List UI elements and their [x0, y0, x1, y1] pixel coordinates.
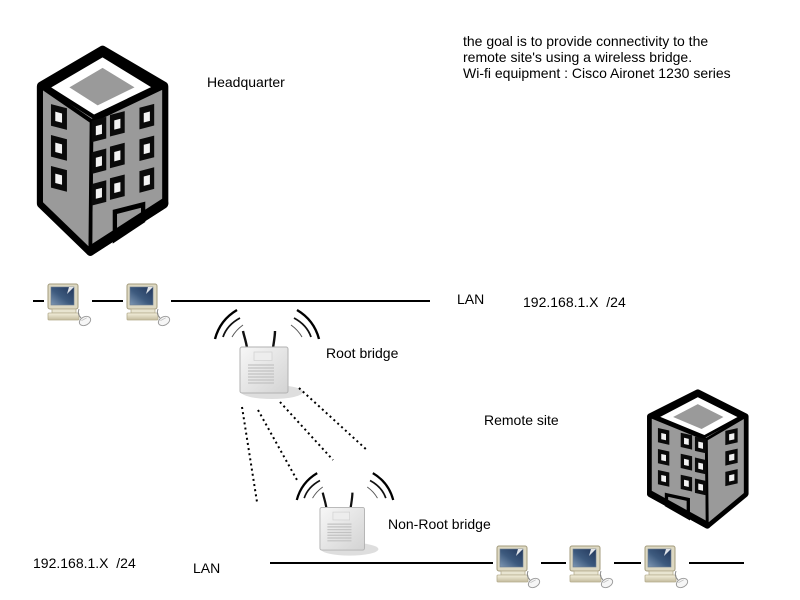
wireless-beam-1 [241, 406, 258, 503]
headquarter-label: Headquarter [207, 74, 285, 90]
lan-label-top: LAN [457, 291, 485, 307]
root-bridge-access-point-icon [212, 307, 322, 399]
remote-computer-3-icon [641, 545, 689, 589]
remote-site-label: Remote site [484, 412, 559, 428]
headquarter-building-icon [35, 42, 180, 258]
lan-label-bottom: LAN [193, 560, 221, 576]
subnet-label-top: 192.168.1.X /24 [523, 294, 626, 310]
remote-computer-1-icon [493, 545, 541, 589]
remote-site-building-icon [638, 387, 750, 530]
goal-text-line3: Wi-fi equipment : Cisco Aironet 1230 ser… [463, 65, 731, 81]
goal-text-line1: the goal is to provide connectivity to t… [463, 33, 709, 49]
hq-computer-2-icon [123, 283, 171, 327]
wireless-beam-3 [279, 401, 334, 461]
non-root-bridge-label: Non-Root bridge [388, 516, 491, 532]
subnet-label-bottom: 192.168.1.X /24 [33, 555, 136, 571]
goal-text-line2: remote site's using a wireless bridge. [463, 49, 693, 65]
wireless-link-beams [241, 387, 369, 503]
goal-text-block: the goal is to provide connectivity to t… [463, 33, 731, 81]
root-bridge-label: Root bridge [326, 345, 399, 361]
non-root-bridge-access-point-icon [294, 470, 396, 556]
wireless-beam-2 [257, 409, 298, 481]
remote-computer-2-icon [566, 545, 614, 589]
hq-computer-1-icon [44, 283, 92, 327]
